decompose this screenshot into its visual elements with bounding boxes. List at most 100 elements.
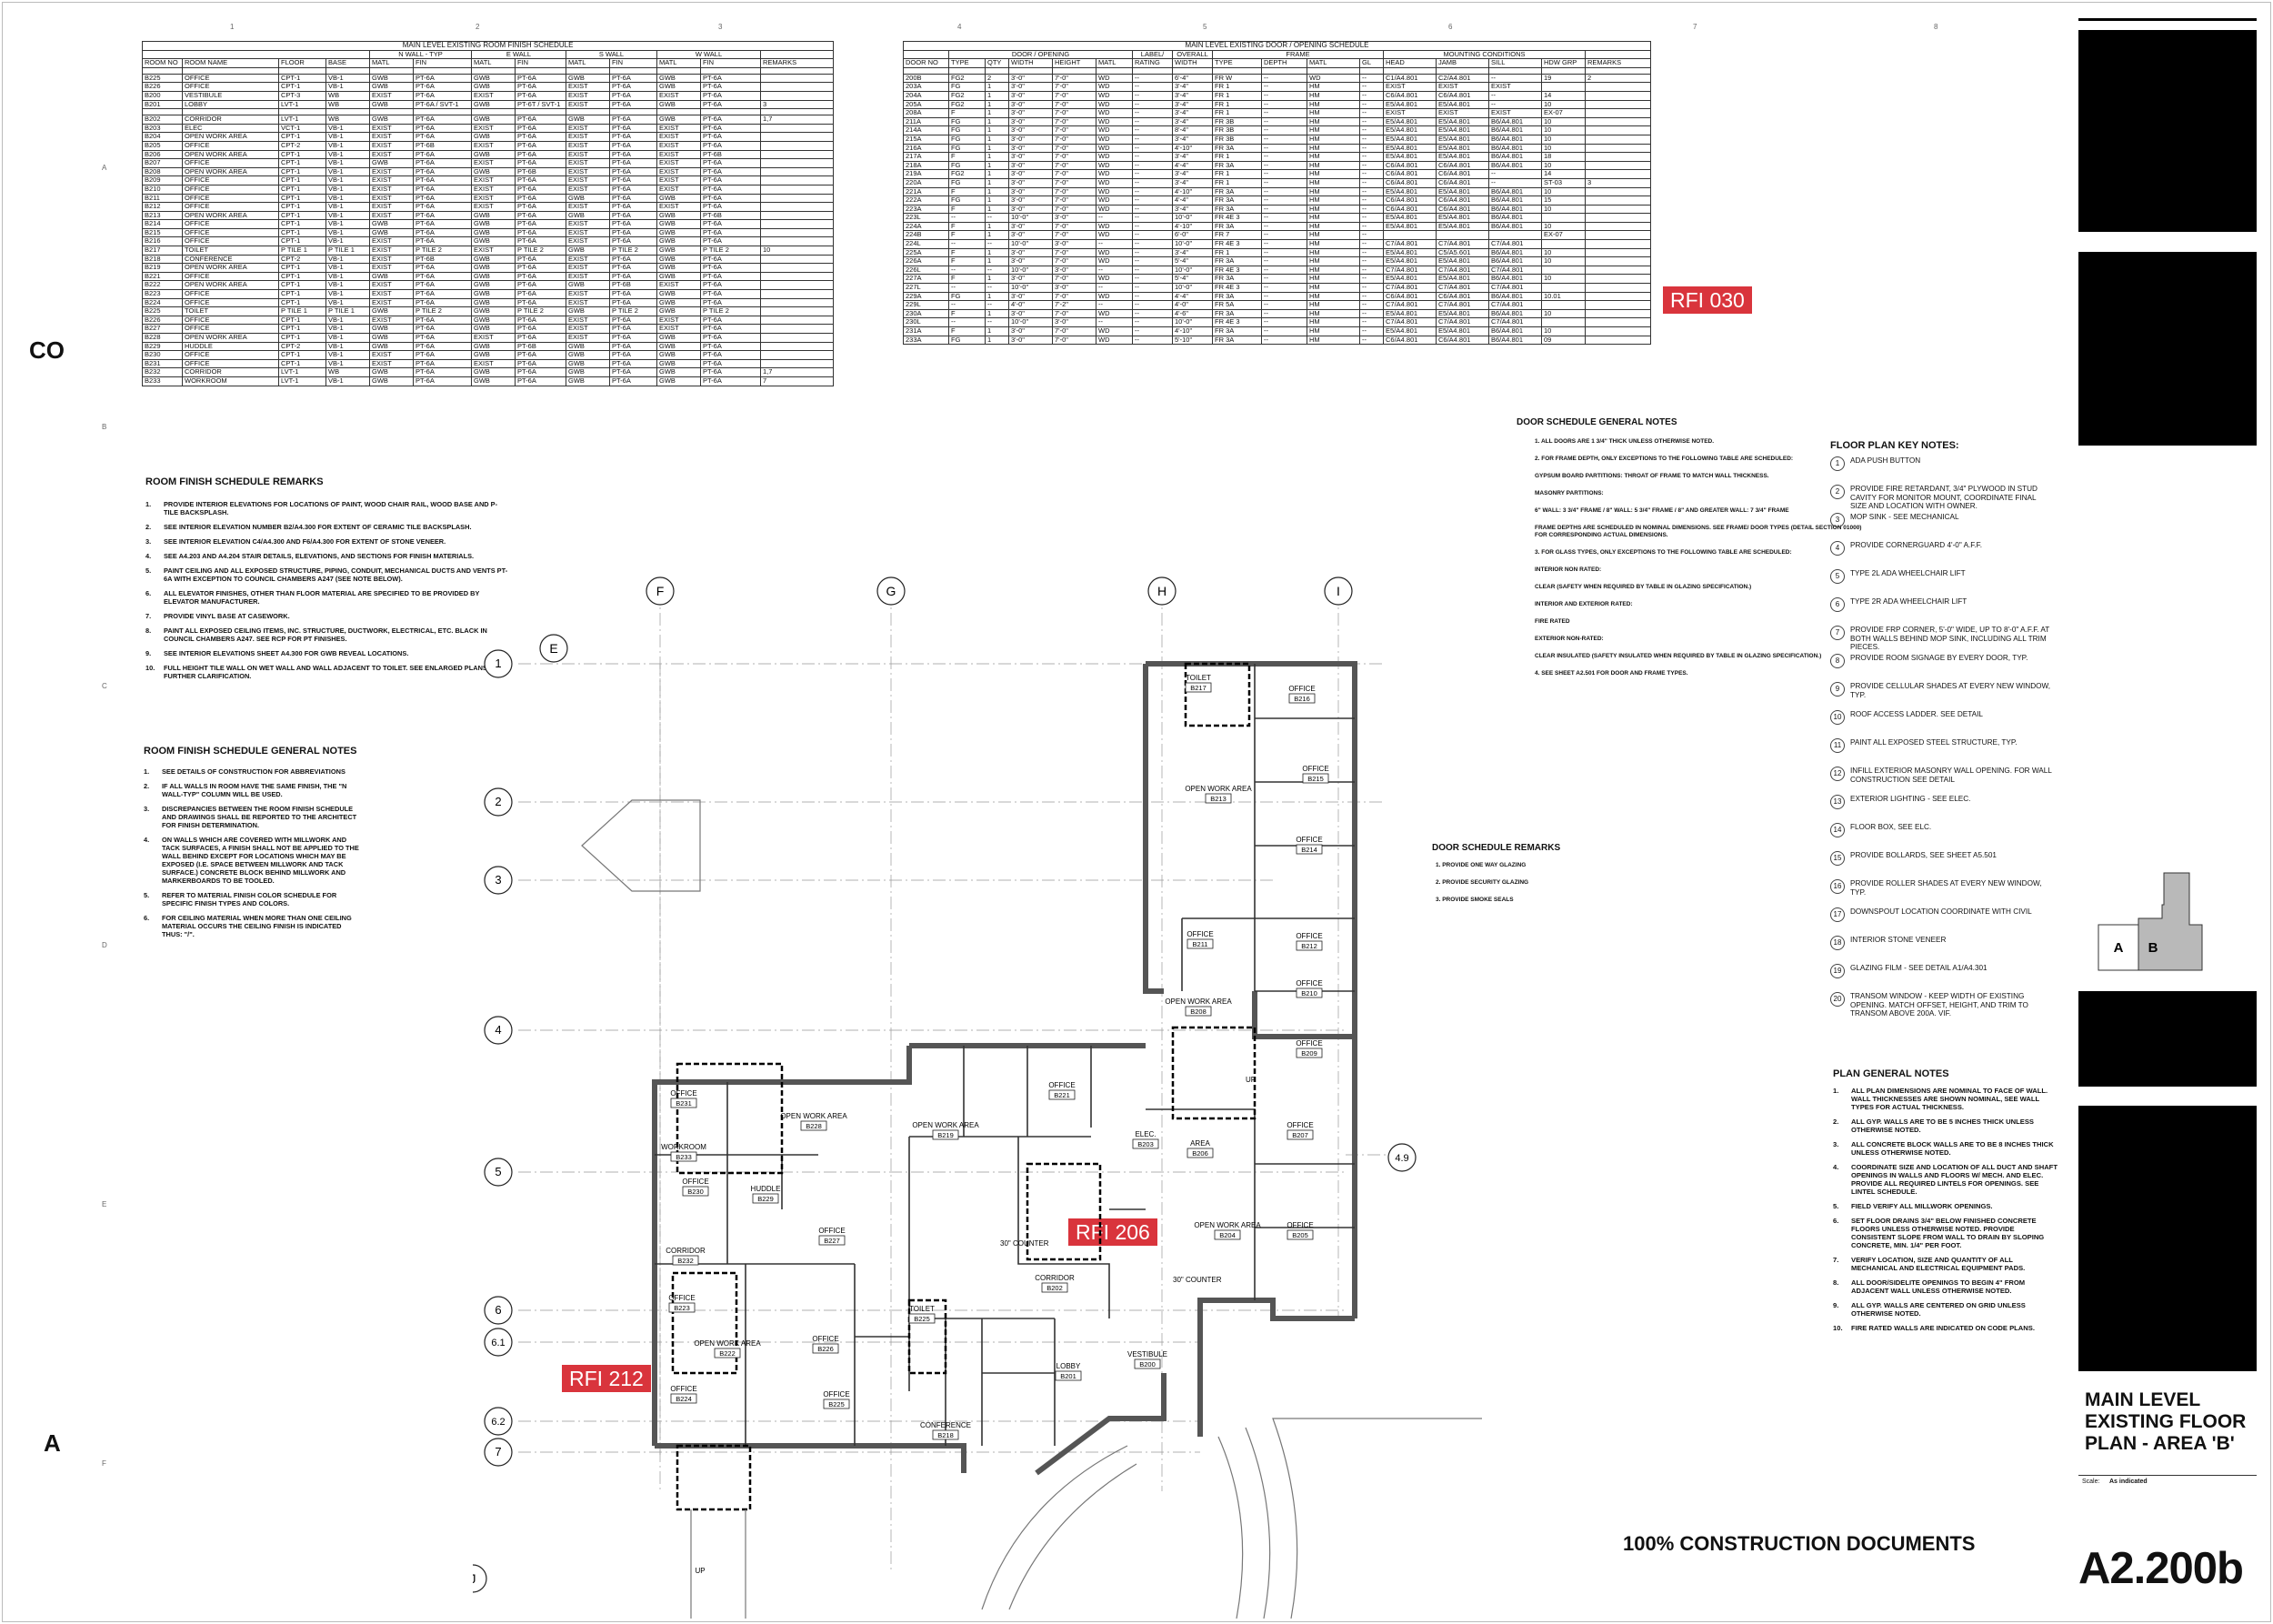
room-schedule-cell: GWB (471, 324, 516, 334)
room-number-box (1296, 844, 1323, 855)
room-schedule-cell: WB (325, 90, 370, 101)
door-schedule-cell: 3'-0" (1008, 90, 1053, 101)
room-number-label: B204 (1219, 1231, 1236, 1239)
grid-label-7: 7 (495, 1445, 501, 1459)
key-note-number: 9 (1830, 682, 1845, 697)
room-schedule-cell: VB-1 (325, 132, 370, 142)
room-schedule-cell: CPT-1 (278, 202, 326, 212)
door-schedule-cell: ST-03 (1541, 177, 1586, 188)
door-schedule-cell: HM (1307, 326, 1360, 336)
door-note-line: CLEAR INSULATED (SAFETY INSULATED WHEN R… (1535, 653, 1822, 659)
door-schedule-cell: 10'-0" (1008, 265, 1053, 276)
room-note-text: DISCREPANCIES BETWEEN THE ROOM FINISH SC… (162, 805, 357, 829)
rfi-tag-030[interactable]: RFI 030 (1662, 286, 1753, 315)
door-schedule-cell: -- (1261, 90, 1307, 101)
door-schedule-cell: -- (985, 317, 1009, 327)
room-schedule-cell: GWB (656, 350, 701, 360)
room-schedule-cell: VB-1 (325, 341, 370, 352)
room-number-label: B209 (1301, 1049, 1317, 1058)
door-schedule-cell: HM (1307, 116, 1360, 127)
door-schedule-cell: 204A (903, 90, 949, 101)
door-schedule-cell: 3'-4" (1172, 134, 1213, 145)
room-schedule-cell: OFFICE (182, 82, 279, 92)
room-schedule-cell: VB-1 (325, 82, 370, 92)
door-schedule-cell: 3'-0" (1008, 82, 1053, 92)
door-general-notes-title: DOOR SCHEDULE GENERAL NOTES (1517, 417, 1677, 427)
door-schedule-cell: 3'-0" (1052, 265, 1096, 276)
door-schedule-cell: HM (1307, 108, 1360, 118)
door-schedule-cell: 7'-0" (1052, 274, 1096, 285)
wall-south-west (655, 1443, 966, 1473)
plan-note-item: 4.COORDINATE SIZE AND LOCATION OF ALL DU… (1833, 1163, 2060, 1196)
stair-partitions (1017, 1137, 1146, 1318)
door-schedule-cell: 211A (903, 116, 949, 127)
room-schedule-cell: VB-1 (325, 280, 370, 291)
wall-south-center (1035, 1373, 1167, 1476)
plan-note-number: 8. (1833, 1278, 1839, 1287)
room-schedule-cell: B216 (142, 236, 183, 247)
room-schedule-cell: GWB (369, 367, 414, 377)
door-schedule-cell: -- (1096, 239, 1133, 249)
door-schedule-cell (1541, 265, 1586, 276)
room-schedule-cell: EXIST (656, 175, 701, 185)
door-schedule-cell: -- (1132, 116, 1173, 127)
door-schedule-cell: FG2 (948, 169, 986, 179)
room-schedule-cell: VB-1 (325, 350, 370, 360)
key-note-text: MOP SINK - SEE MECHANICAL (1850, 513, 1959, 521)
door-schedule-cell: C6/A4.801 (1436, 177, 1489, 188)
door-note-line: 2. FOR FRAME DEPTH, ONLY EXCEPTIONS TO T… (1535, 456, 1794, 462)
room-schedule-cell: PT-6A (700, 90, 761, 101)
room-schedule-cell: OFFICE (182, 227, 279, 238)
room-schedule-cell: PT-6A (515, 184, 566, 195)
rfi-tag-212[interactable]: RFI 212 (561, 1364, 652, 1393)
room-schedule-cell: CPT-1 (278, 236, 326, 247)
door-schedule-cell: 3'-0" (1008, 143, 1053, 154)
door-schedule-cell: FR 4E 3 (1212, 265, 1262, 276)
room-schedule-cell: PT-6A (413, 175, 472, 185)
wall-east-wing-west (1143, 664, 1164, 994)
room-schedule-cell: PT-6A (700, 202, 761, 212)
room-number-label: B229 (757, 1195, 774, 1203)
door-schedule-cell: WD (1096, 143, 1133, 154)
room-name-label: OFFICE (1296, 1039, 1322, 1048)
room-schedule-cell: CPT-1 (278, 297, 326, 308)
door-schedule-cell: -- (1488, 90, 1542, 101)
room-schedule-cell: CPT-1 (278, 158, 326, 168)
blank-cell (609, 66, 657, 75)
room-schedule-cell: EXIST (656, 184, 701, 195)
room-number-box (823, 1398, 850, 1409)
room-schedule-cell: B213 (142, 210, 183, 221)
door-schedule-cell: 10 (1541, 204, 1586, 215)
room-schedule-cell: PT-6A (413, 82, 472, 92)
key-note-text: ROOF ACCESS LADDER. SEE DETAIL (1850, 710, 1983, 718)
room-name-label: OFFICE (818, 1227, 845, 1235)
scale-label: Scale: (2082, 1479, 2100, 1485)
room-schedule-cell: EXIST (566, 289, 610, 299)
door-schedule-cell: 10 (1541, 99, 1586, 110)
grid-bubble-e (539, 634, 568, 663)
door-schedule-cell: -- (1359, 134, 1384, 145)
door-schedule-cell: FR 3A (1212, 160, 1262, 171)
room-schedule-cell: LVT-1 (278, 99, 326, 110)
key-note-number: 7 (1830, 626, 1845, 640)
room-schedule-cell: PT-6A (515, 82, 566, 92)
room-number-label: B219 (937, 1131, 954, 1139)
room-name-label: OFFICE (1048, 1081, 1075, 1089)
room-schedule-cell: EXIST (566, 166, 610, 177)
room-schedule-cell: LOBBY (182, 99, 279, 110)
door-schedule-cell: 10 (1541, 221, 1586, 232)
room-schedule-cell: PT-6T / SVT-1 (515, 99, 566, 110)
door-schedule-cell: -- (1132, 195, 1173, 206)
rfi-tag-206[interactable]: RFI 206 (1067, 1218, 1158, 1247)
room-schedule-cell: OFFICE (182, 350, 279, 360)
